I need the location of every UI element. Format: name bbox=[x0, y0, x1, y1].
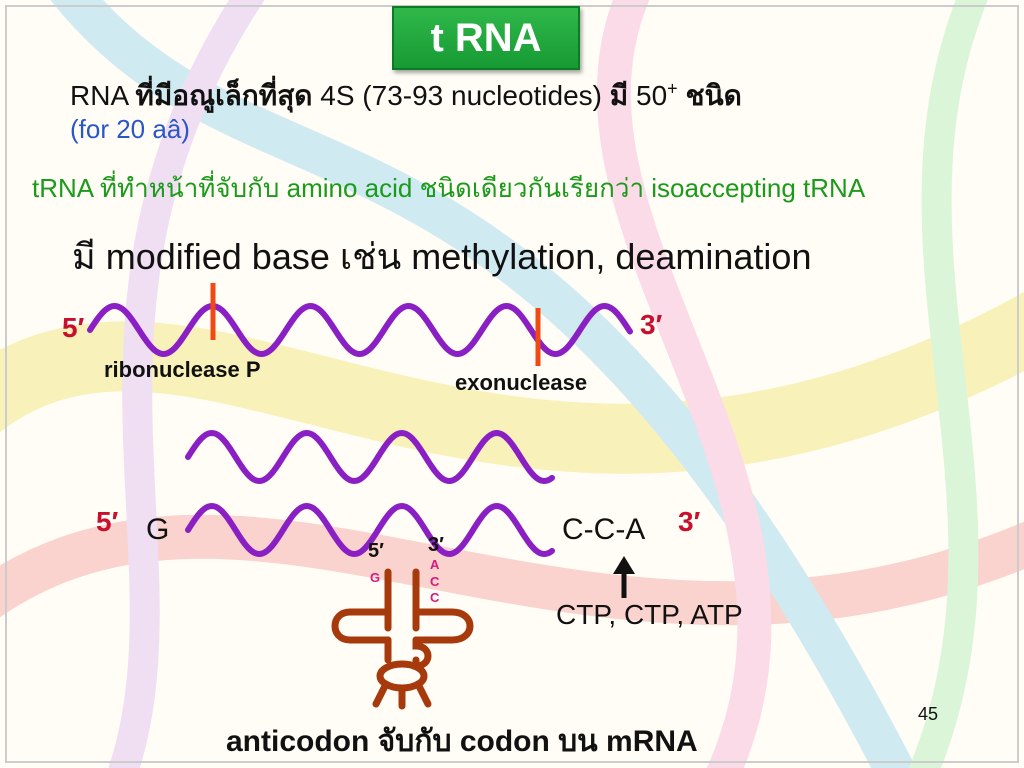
line-rna-size: RNA ที่มีอณูเล็กที่สุด 4S (73-93 nucleot… bbox=[70, 74, 742, 118]
line1-sup: + bbox=[667, 78, 678, 99]
label-ntps: CTP, CTP, ATP bbox=[556, 599, 743, 630]
line1-part3: 4S (73-93 nucleotides) bbox=[312, 80, 610, 111]
line1-part5: 50 bbox=[628, 80, 668, 111]
trna-cloverleaf bbox=[331, 568, 474, 710]
strand3-cca: C-C-A bbox=[562, 513, 646, 546]
bottom-caption: anticodon จับกับ codon บน mRNA bbox=[226, 725, 698, 758]
strand3-five-prime: 5′ bbox=[96, 506, 119, 537]
trna-c2: C bbox=[430, 590, 440, 605]
trna-c1: C bbox=[430, 574, 440, 589]
strand1-five-prime: 5′ bbox=[62, 312, 85, 343]
slide-title: t RNA bbox=[430, 15, 542, 60]
page-number: 45 bbox=[918, 704, 939, 724]
arrow-up-icon bbox=[613, 556, 635, 574]
trna-five-prime: 5′ bbox=[368, 540, 384, 562]
line1-part1: RNA bbox=[70, 80, 136, 111]
trna-three-prime: 3′ bbox=[428, 534, 444, 556]
rna-strand-precursor bbox=[87, 302, 633, 358]
title-box: t RNA bbox=[392, 6, 580, 70]
rna-strand-mature bbox=[185, 502, 555, 558]
line1-part7: ชนิด bbox=[685, 80, 742, 111]
strand3-three-prime: 3′ bbox=[678, 506, 701, 537]
line1-part2: ที่มีอณูเล็กที่สุด bbox=[135, 80, 313, 111]
trna-g: G bbox=[370, 570, 381, 585]
strand1-three-prime: 3′ bbox=[640, 309, 663, 340]
label-exonuclease: exonuclease bbox=[455, 370, 588, 395]
rna-strand-trimmed bbox=[185, 429, 555, 485]
trna-a: A bbox=[430, 557, 440, 572]
strand3-g: G bbox=[146, 513, 170, 546]
line-modified-base: มี modified base เช่น methylation, deami… bbox=[72, 236, 812, 277]
line-isoaccepting: tRNA ที่ทำหน้าที่จับกับ amino acid ชนิดเ… bbox=[32, 173, 866, 203]
line-for-20-aa: (for 20 aâ) bbox=[70, 114, 190, 144]
label-ribonuclease-p: ribonuclease P bbox=[104, 357, 261, 382]
line1-part4: มี bbox=[609, 80, 629, 111]
